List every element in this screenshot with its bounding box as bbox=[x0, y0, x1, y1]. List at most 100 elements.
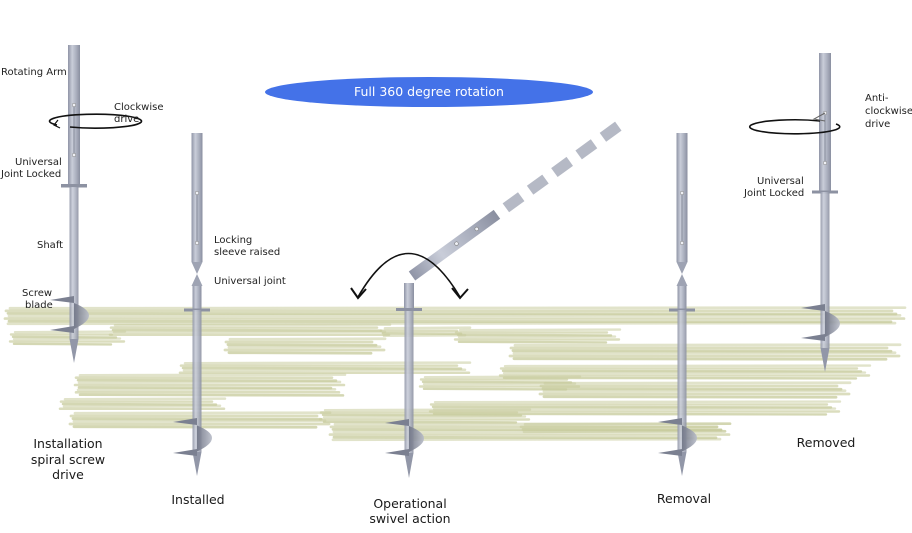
motion-arrows bbox=[48, 112, 841, 300]
universal-joint-upper bbox=[676, 262, 688, 274]
anticlockwise-rotation-arrow bbox=[748, 118, 841, 135]
label-anticlockwise-line1: Anti- bbox=[865, 93, 889, 104]
shaft-tip bbox=[192, 452, 202, 476]
label-clockwise-drive-line1: Clockwise bbox=[114, 102, 164, 113]
label-screw-blade-line1: Screw bbox=[22, 288, 53, 299]
caption-operational-line1: Operational bbox=[373, 496, 447, 511]
pile-removed bbox=[801, 53, 840, 372]
label-rotating-arm: Rotating Arm bbox=[1, 67, 67, 78]
rotation-arrowhead bbox=[812, 112, 826, 122]
soil-band bbox=[379, 326, 472, 338]
screw-blade-tip bbox=[658, 449, 682, 456]
screw-blade-tip bbox=[50, 326, 74, 333]
screw-helix bbox=[682, 425, 697, 452]
screw-blade-tip bbox=[385, 449, 409, 456]
screw-blade-tip bbox=[801, 304, 825, 311]
soil-band bbox=[318, 408, 532, 424]
soil-band bbox=[223, 337, 387, 355]
locked-joint-flange bbox=[61, 184, 87, 187]
screw-blade-tip bbox=[173, 449, 197, 456]
drive-tube bbox=[408, 209, 501, 281]
soil-band bbox=[519, 422, 732, 434]
label-shaft: Shaft bbox=[37, 240, 64, 251]
sleeve-pin bbox=[194, 190, 200, 196]
arm-dash bbox=[526, 174, 549, 195]
caption-installation-line2: spiral screw bbox=[30, 452, 106, 467]
screw-blade-tip bbox=[801, 334, 825, 341]
shaft bbox=[404, 311, 414, 453]
swivel-arrowhead-right bbox=[451, 287, 469, 300]
ground-flange bbox=[396, 308, 422, 311]
rotation-banner bbox=[265, 77, 593, 107]
label-clockwise-drive-line2: drive bbox=[114, 114, 140, 125]
banner-text: Full 360 degree rotation bbox=[354, 84, 504, 99]
swivel-arm bbox=[408, 121, 622, 281]
shaft bbox=[820, 192, 830, 348]
sleeve-pin bbox=[71, 152, 77, 158]
label-locking-sleeve-line2: sleeve raised bbox=[214, 247, 281, 258]
sleeve-pin bbox=[679, 190, 685, 196]
label-locking-sleeve-line1: Locking bbox=[214, 235, 253, 246]
shaft-tip bbox=[820, 348, 830, 372]
label-joint-locked-line1: Universal bbox=[15, 157, 62, 168]
soil-band bbox=[538, 381, 852, 399]
sleeve-pin bbox=[822, 160, 828, 166]
soil-band bbox=[73, 373, 347, 397]
soil-band bbox=[508, 343, 902, 361]
soil-band bbox=[108, 323, 392, 337]
rotation-arrowhead bbox=[53, 119, 61, 129]
soil-band bbox=[178, 361, 472, 375]
caption-installation-line3: drive bbox=[52, 467, 84, 482]
label-joint-locked-right-line2: Joint Locked bbox=[744, 188, 805, 199]
label-anticlockwise-line2: clockwise bbox=[865, 106, 912, 117]
screw-helix bbox=[74, 303, 89, 329]
joint-collar bbox=[404, 283, 414, 310]
caption-operational-line2: swivel action bbox=[369, 511, 451, 526]
arm-dash bbox=[575, 139, 598, 160]
soil-band bbox=[453, 328, 622, 344]
sleeve-pin bbox=[71, 102, 77, 108]
pile-removal bbox=[658, 133, 697, 476]
shaft bbox=[192, 310, 202, 452]
swivel-arc-arrow bbox=[357, 252, 461, 298]
sleeve-pin bbox=[194, 240, 200, 246]
joint-collar bbox=[192, 286, 202, 310]
pile-installed bbox=[173, 133, 212, 476]
shaft-tip bbox=[404, 453, 414, 478]
clockwise-rotation-arrow bbox=[48, 113, 143, 129]
caption-removal: Removal bbox=[656, 491, 712, 506]
universal-joint-upper bbox=[191, 262, 203, 274]
soil-band bbox=[8, 330, 127, 346]
joint-collar bbox=[677, 286, 687, 310]
shaft bbox=[69, 186, 79, 339]
screw-blade-tip bbox=[50, 296, 74, 303]
screw-blade-tip bbox=[385, 419, 409, 426]
label-universal-joint: Universal joint bbox=[214, 276, 286, 287]
caption-installed: Installed bbox=[171, 492, 225, 507]
screw-helix bbox=[197, 425, 212, 452]
label-screw-blade-line2: blade bbox=[25, 300, 53, 311]
swivel-arrowhead-left bbox=[350, 287, 367, 300]
arm-dash bbox=[551, 156, 573, 177]
universal-joint-lower bbox=[191, 274, 203, 286]
soil-band bbox=[3, 306, 907, 326]
shaft bbox=[677, 310, 687, 452]
sleeve-pin bbox=[474, 226, 479, 232]
screw-helix bbox=[825, 311, 840, 337]
shaft-tip bbox=[69, 339, 79, 363]
universal-joint-lower bbox=[676, 274, 688, 286]
sleeve-pin bbox=[679, 240, 685, 246]
label-anticlockwise-line3: drive bbox=[865, 119, 891, 130]
arm-dash bbox=[502, 192, 525, 213]
screw-blade-tip bbox=[173, 418, 197, 425]
screw-blade-tip bbox=[658, 418, 682, 425]
soil-layers bbox=[3, 306, 907, 442]
caption-installation-line1: Installation bbox=[33, 436, 103, 451]
label-joint-locked-right-line1: Universal bbox=[757, 176, 804, 187]
sleeve-pin bbox=[454, 241, 459, 246]
caption-removed: Removed bbox=[796, 435, 856, 450]
label-joint-locked-line2: Joint Locked bbox=[1, 169, 62, 180]
screw-helix bbox=[409, 426, 424, 452]
arm-dash bbox=[599, 121, 622, 142]
